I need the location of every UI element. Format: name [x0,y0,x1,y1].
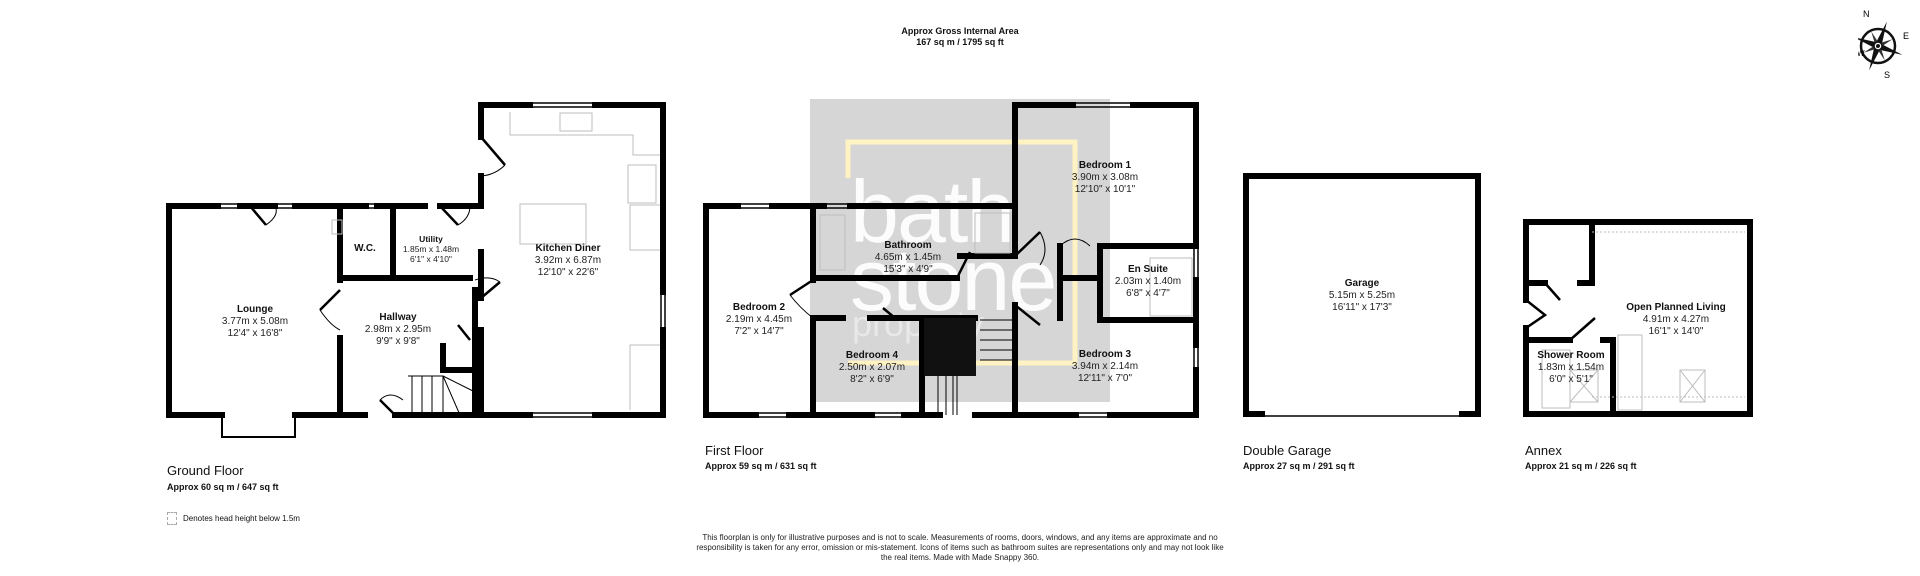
room-label-open-planned-living: Open Planned Living 4.91m x 4.27m 16'1" … [1626,302,1726,337]
room-label-garage: Garage 5.15m x 5.25m 16'11" x 17'3" [1328,278,1396,313]
floor-title-garage: Double Garage [1243,443,1332,458]
room-label-bedroom-4: Bedroom 4 2.50m x 2.07m 8'2" x 6'9" [838,350,906,385]
room-label-wc: W.C. [354,243,376,254]
room-label-bathroom: Bathroom 4.65m x 1.45m 15'3" x 4'9" [874,240,942,275]
gross-area-title: Approx Gross Internal Area [901,26,1019,36]
compass-n-label: N [1863,9,1870,19]
room-label-en-suite: En Suite 2.03m x 1.40m 6'8" x 4'7" [1114,264,1182,299]
stair-void [924,318,976,376]
gross-area-header: Approx Gross Internal Area 167 sq m / 17… [901,26,1018,48]
room-label-hallway: Hallway 2.98m x 2.95m 9'9" x 9'8" [364,312,432,347]
floor-title-annex: Annex [1525,443,1562,458]
gross-area-value: 167 sq m / 1795 sq ft [916,36,1004,47]
disclaimer: This floorplan is only for illustrative … [696,533,1224,562]
room-label-bedroom-1: Bedroom 1 3.90m x 3.08m 12'10" x 10'1" [1071,160,1139,195]
room-label-lounge: Lounge 3.77m x 5.08m 12'4" x 16'8" [221,304,289,339]
compass-w-label: W [1858,49,1865,58]
floor-title-ground: Ground Floor [167,463,244,478]
floor-area-ground: Approx 60 sq m / 647 sq ft [167,482,279,492]
room-label-bedroom-2: Bedroom 2 2.19m x 4.45m 7'2" x 14'7" [725,302,793,337]
floor-area-first: Approx 59 sq m / 631 sq ft [705,461,817,471]
room-label-kitchen-diner: Kitchen Diner 3.92m x 6.87m 12'10" x 22'… [534,243,602,278]
watermark-logo-bath: bath [850,162,1015,261]
legend-label: Denotes head height below 1.5m [183,514,300,523]
floor-title-first: First Floor [705,443,764,458]
compass-s-label: S [1884,70,1890,80]
room-label-bedroom-3: Bedroom 3 3.94m x 2.14m 12'11" x 7'0" [1071,349,1139,384]
room-label-shower-room: Shower Room 1.83m x 1.54m 6'0" x 5'1" [1537,350,1605,385]
legend: Denotes head height below 1.5m [167,512,300,525]
floor-area-annex: Approx 21 sq m / 226 sq ft [1525,461,1637,471]
room-label-utility: Utility 1.85m x 1.48m 6'1" x 4'10" [402,234,460,265]
compass-e-label: E [1903,31,1909,41]
compass-rose-icon: N E S W [1853,2,1920,80]
dashed-box-icon [167,512,177,525]
floor-area-garage: Approx 27 sq m / 291 sq ft [1243,461,1355,471]
